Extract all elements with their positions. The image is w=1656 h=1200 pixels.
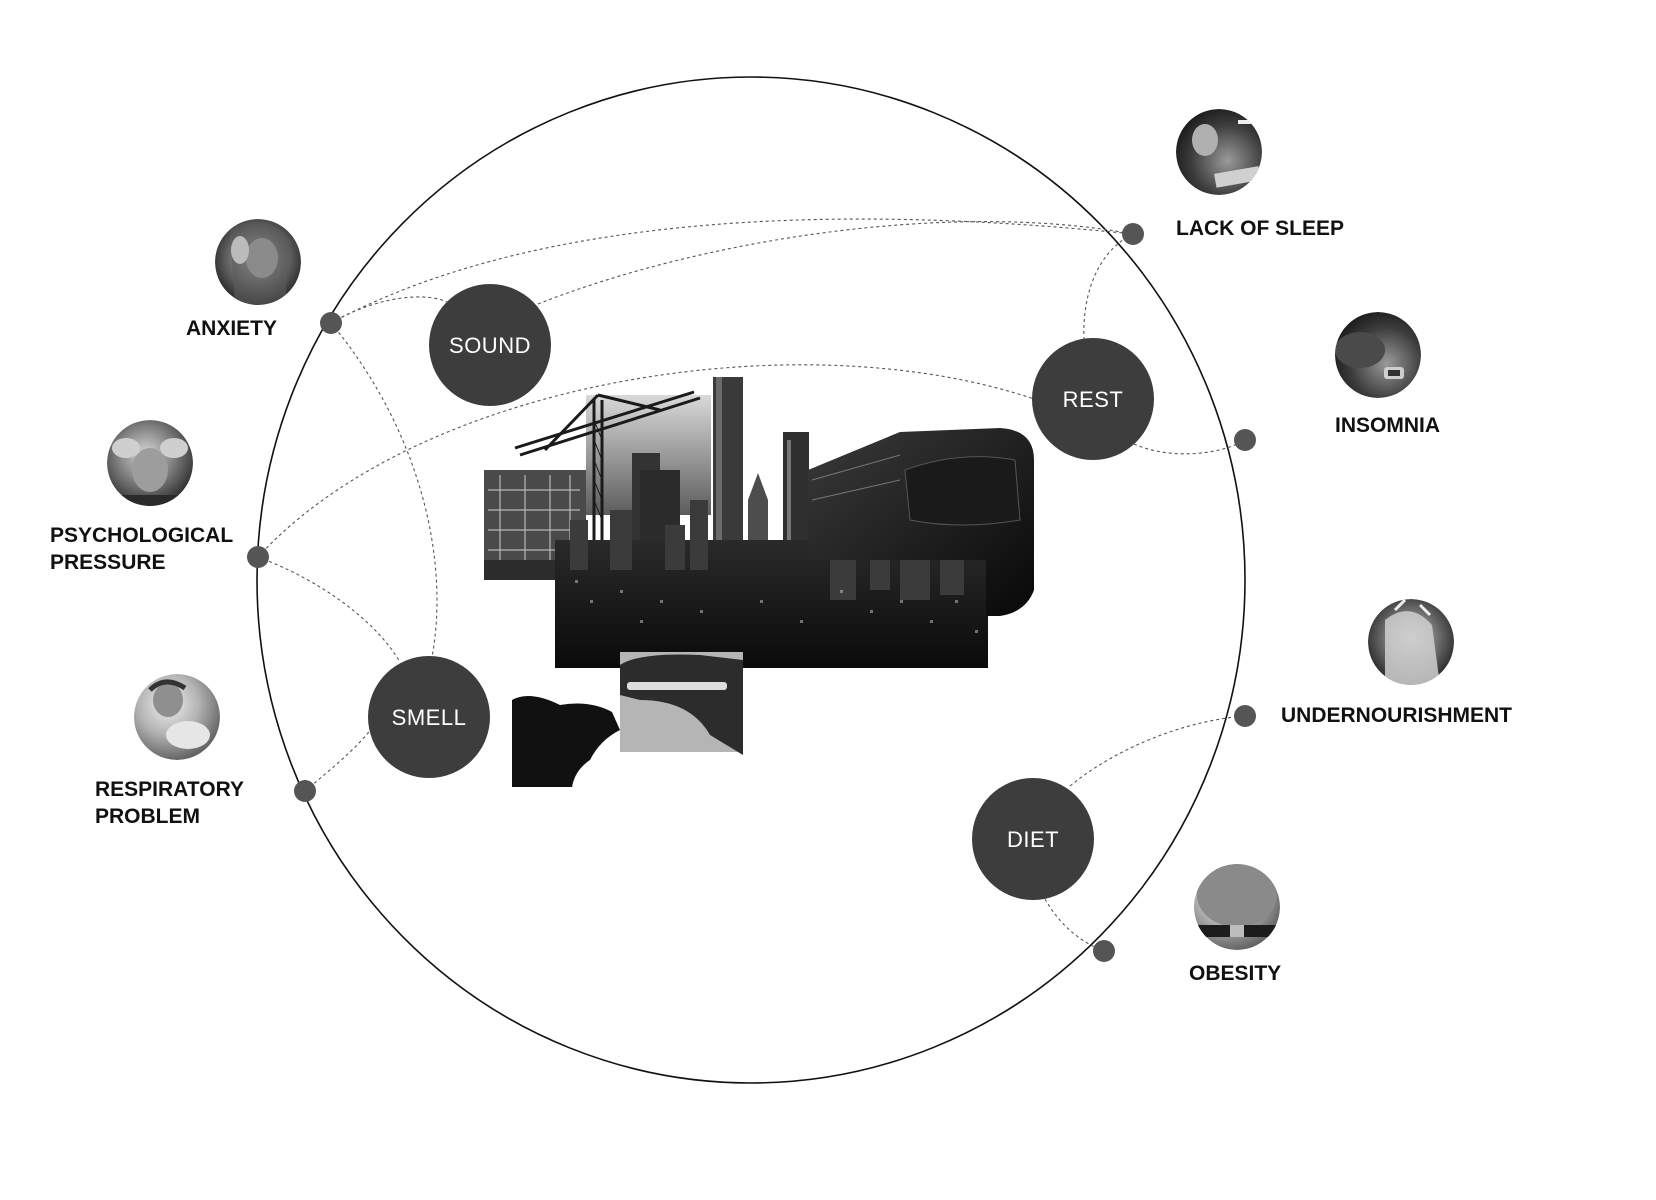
label-respiratory-problem-line1: RESPIRATORY [95, 778, 244, 801]
insomnia-photo [1335, 312, 1421, 398]
label-obesity: OBESITY [1189, 962, 1281, 985]
node-respiratory-problem[interactable] [294, 780, 316, 802]
link-rest-lacksleep [1083, 233, 1134, 341]
link-respiratory-smell [304, 727, 373, 792]
label-lack-of-sleep: LACK OF SLEEP [1176, 217, 1344, 240]
link-anxiety-lacksleep [330, 218, 1134, 324]
node-insomnia[interactable] [1234, 429, 1256, 451]
lack-of-sleep-photo [1176, 109, 1262, 195]
link-pressure-smell [257, 556, 401, 663]
link-curves [257, 218, 1246, 952]
link-anxiety-sound [330, 296, 448, 324]
node-obesity[interactable] [1093, 940, 1115, 962]
node-anxiety[interactable] [320, 312, 342, 334]
ring-nodes [247, 223, 1256, 962]
factor-diet-label: DIET [1007, 827, 1059, 852]
anxiety-photo [215, 219, 301, 305]
label-psychological-pressure-line1: PSYCHOLOGICAL [50, 524, 233, 547]
undernourishment-photo [1368, 599, 1454, 685]
respiratory-problem-photo [134, 674, 220, 760]
link-diet-undernourishment [1069, 715, 1246, 787]
outer-ring [256, 76, 1246, 1084]
factor-rest-label: REST [1063, 387, 1124, 412]
factor-smell[interactable]: SMELL [368, 656, 490, 778]
node-psychological-pressure[interactable] [247, 546, 269, 568]
city-collage-photo [484, 377, 1034, 787]
label-anxiety: ANXIETY [186, 317, 277, 340]
label-undernourishment: UNDERNOURISHMENT [1281, 704, 1512, 727]
factor-sound[interactable]: SOUND [429, 284, 551, 406]
psychological-pressure-photo [107, 420, 193, 506]
label-respiratory-problem-line2: PROBLEM [95, 805, 200, 828]
factor-smell-label: SMELL [392, 705, 467, 730]
obesity-photo [1194, 864, 1280, 950]
label-insomnia: INSOMNIA [1335, 414, 1440, 437]
factor-diet[interactable]: DIET [972, 778, 1094, 900]
node-undernourishment[interactable] [1234, 705, 1256, 727]
factor-sound-label: SOUND [449, 333, 531, 358]
label-psychological-pressure-line2: PRESSURE [50, 551, 166, 574]
link-pressure-rest [257, 364, 1035, 558]
factor-rest[interactable]: REST [1032, 338, 1154, 460]
link-diet-obesity [1044, 898, 1105, 952]
node-lack-of-sleep[interactable] [1122, 223, 1144, 245]
link-sound-lacksleep [537, 221, 1134, 305]
link-anxiety-smell [330, 322, 438, 658]
